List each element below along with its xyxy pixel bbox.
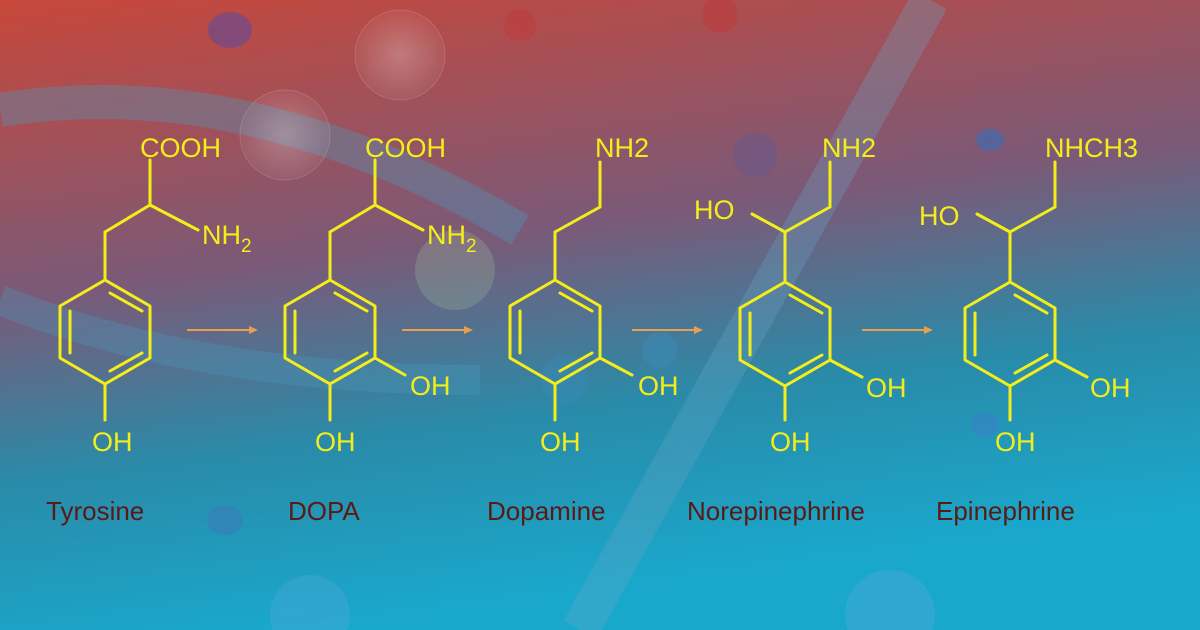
epinephrine-side-hydroxyl-label: HO [919, 201, 960, 231]
epinephrine-meta-hydroxyl-label: OH [1090, 373, 1131, 403]
dopamine-meta-hydroxyl-label: OH [638, 371, 679, 401]
dopa-carboxyl-label: COOH [365, 133, 446, 163]
reaction-arrow-3 [632, 326, 703, 334]
dopa-meta-hydroxyl-label: OH [410, 371, 451, 401]
dopa-name: DOPA [288, 496, 360, 526]
reaction-arrow-2 [402, 326, 473, 334]
dopamine-name: Dopamine [487, 496, 606, 526]
compound-epinephrine: NHCH3 HO OH OH Epinephrine [919, 133, 1138, 526]
dopa-amine-label: NH2 [427, 220, 477, 257]
tyrosine-carboxyl-label: COOH [140, 133, 221, 163]
tyrosine-name: Tyrosine [46, 496, 144, 526]
tyrosine-amine-label: NH2 [202, 220, 252, 257]
epinephrine-name: Epinephrine [936, 496, 1075, 526]
compound-tyrosine: COOH NH2 OH Tyrosine [46, 133, 252, 526]
compound-dopa: COOH NH2 OH OH DOPA [283, 133, 477, 526]
norepinephrine-amine-label: NH2 [822, 133, 876, 163]
dopamine-para-hydroxyl-label: OH [540, 427, 581, 457]
tyrosine-bonds [58, 158, 200, 422]
compound-norepinephrine: NH2 HO OH OH Norepinephrine [687, 133, 907, 526]
dopa-para-hydroxyl-label: OH [315, 427, 356, 457]
norepinephrine-para-hydroxyl-label: OH [770, 427, 811, 457]
reaction-arrow-1 [187, 326, 258, 334]
epinephrine-bonds [963, 160, 1089, 422]
norepinephrine-name: Norepinephrine [687, 496, 865, 526]
tyrosine-hydroxyl-label: OH [92, 427, 133, 457]
norepinephrine-meta-hydroxyl-label: OH [866, 373, 907, 403]
norepinephrine-side-hydroxyl-label: HO [694, 195, 735, 225]
reaction-arrow-4 [862, 326, 933, 334]
norepinephrine-bonds [738, 160, 864, 422]
dopamine-amine-label: NH2 [595, 133, 649, 163]
epinephrine-amine-label: NHCH3 [1045, 133, 1138, 163]
dopa-bonds [283, 158, 425, 422]
dopamine-bonds [508, 160, 634, 422]
epinephrine-para-hydroxyl-label: OH [995, 427, 1036, 457]
compound-dopamine: NH2 OH OH Dopamine [487, 133, 679, 526]
